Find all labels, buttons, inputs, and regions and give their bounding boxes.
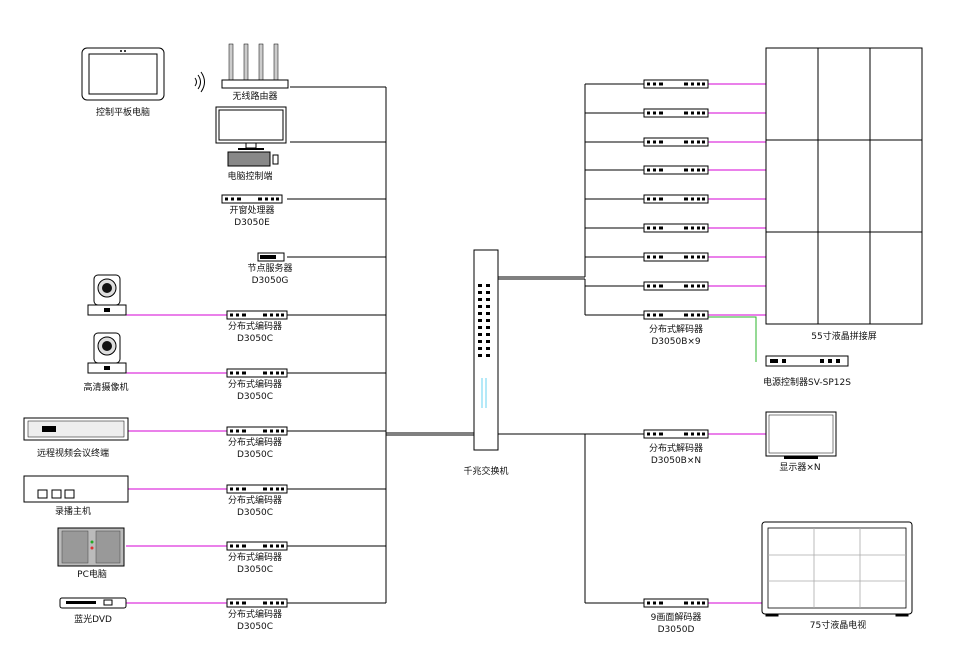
power-controller bbox=[765, 355, 849, 367]
recorder-label: 录播主机 bbox=[55, 505, 91, 517]
decoder-9-label: 9画面解码器 bbox=[651, 611, 702, 623]
decoder-n-label: 分布式解码器 bbox=[649, 442, 703, 454]
decoder-group-model: D3050B×9 bbox=[651, 337, 701, 347]
decoder-7 bbox=[643, 252, 709, 262]
decoder-4 bbox=[643, 165, 709, 175]
encoder-3-label: 分布式编码器 bbox=[228, 436, 282, 448]
decoder-9 bbox=[643, 310, 709, 320]
node-server-model: D3050G bbox=[252, 276, 289, 286]
pc bbox=[57, 527, 125, 567]
power-link bbox=[708, 316, 757, 362]
encoder-1: 分布式编码器 D3050C bbox=[226, 310, 288, 344]
pc-control bbox=[215, 106, 287, 167]
monitor bbox=[765, 411, 837, 459]
decoder-1 bbox=[643, 79, 709, 89]
decoder-n-model: D3050B×N bbox=[651, 456, 701, 466]
tablet-label: 控制平板电脑 bbox=[96, 106, 150, 118]
decoders-group bbox=[643, 79, 709, 320]
pc-control-label: 电脑控制端 bbox=[227, 170, 272, 182]
camera-2 bbox=[87, 332, 127, 374]
camera-label: 高清摄像机 bbox=[83, 381, 128, 393]
decoder-group-label: 分布式解码器 bbox=[649, 323, 703, 335]
encoder-4: 分布式编码器 D3050C bbox=[226, 484, 288, 518]
bluray-label: 蓝光DVD bbox=[74, 613, 112, 625]
decoder-6 bbox=[643, 223, 709, 233]
bluray-player bbox=[59, 597, 127, 609]
tv-75 bbox=[761, 521, 913, 617]
encoder-4-model: D3050C bbox=[237, 508, 273, 518]
tv-75-label: 75寸液晶电视 bbox=[810, 619, 866, 631]
tablet bbox=[81, 47, 165, 101]
encoder-6-label: 分布式编码器 bbox=[228, 608, 282, 620]
network-links bbox=[287, 83, 644, 604]
decoder-9-model: D3050D bbox=[658, 625, 695, 635]
decoder-5 bbox=[643, 194, 709, 204]
window-processor-model: D3050E bbox=[234, 218, 270, 228]
recorder bbox=[23, 475, 129, 503]
decoder-3 bbox=[643, 137, 709, 147]
decoder-8 bbox=[643, 281, 709, 291]
camera-1 bbox=[87, 274, 127, 316]
gigabit-switch bbox=[473, 249, 499, 451]
power-controller-label: 电源控制器SV-SP12S bbox=[763, 376, 851, 388]
window-processor bbox=[221, 194, 283, 204]
encoder-1-label: 分布式编码器 bbox=[228, 320, 282, 332]
encoder-5-label: 分布式编码器 bbox=[228, 551, 282, 563]
monitor-label: 显示器×N bbox=[779, 462, 820, 473]
router-label: 无线路由器 bbox=[232, 90, 277, 102]
encoder-5-model: D3050C bbox=[237, 565, 273, 575]
video-conf-label: 远程视频会议终端 bbox=[37, 447, 109, 459]
encoder-6-model: D3050C bbox=[237, 622, 273, 632]
encoder-6: 分布式编码器 D3050C bbox=[226, 598, 288, 632]
node-server-label: 节点服务器 bbox=[247, 262, 292, 274]
video-conference-terminal bbox=[23, 417, 129, 441]
encoder-2-model: D3050C bbox=[237, 392, 273, 402]
decoder-9-screen bbox=[643, 598, 709, 608]
pc-label: PC电脑 bbox=[77, 568, 107, 580]
encoder-2: 分布式编码器 D3050C bbox=[226, 368, 288, 402]
node-server bbox=[257, 252, 285, 262]
decoder-2 bbox=[643, 108, 709, 118]
window-processor-label: 开窗处理器 bbox=[229, 204, 274, 216]
encoder-3-model: D3050C bbox=[237, 450, 273, 460]
videowall-label: 55寸液晶拼接屏 bbox=[811, 330, 876, 342]
encoder-5: 分布式编码器 D3050C bbox=[226, 541, 288, 575]
encoder-4-label: 分布式编码器 bbox=[228, 494, 282, 506]
encoder-3: 分布式编码器 D3050C bbox=[226, 426, 288, 460]
wifi-signal-icon bbox=[194, 71, 205, 93]
video-links bbox=[124, 83, 766, 604]
router bbox=[221, 43, 289, 89]
encoder-1-model: D3050C bbox=[237, 334, 273, 344]
videowall bbox=[765, 47, 923, 325]
decoder-n bbox=[643, 429, 709, 439]
encoder-2-label: 分布式编码器 bbox=[228, 378, 282, 390]
switch-label: 千兆交换机 bbox=[463, 465, 508, 477]
